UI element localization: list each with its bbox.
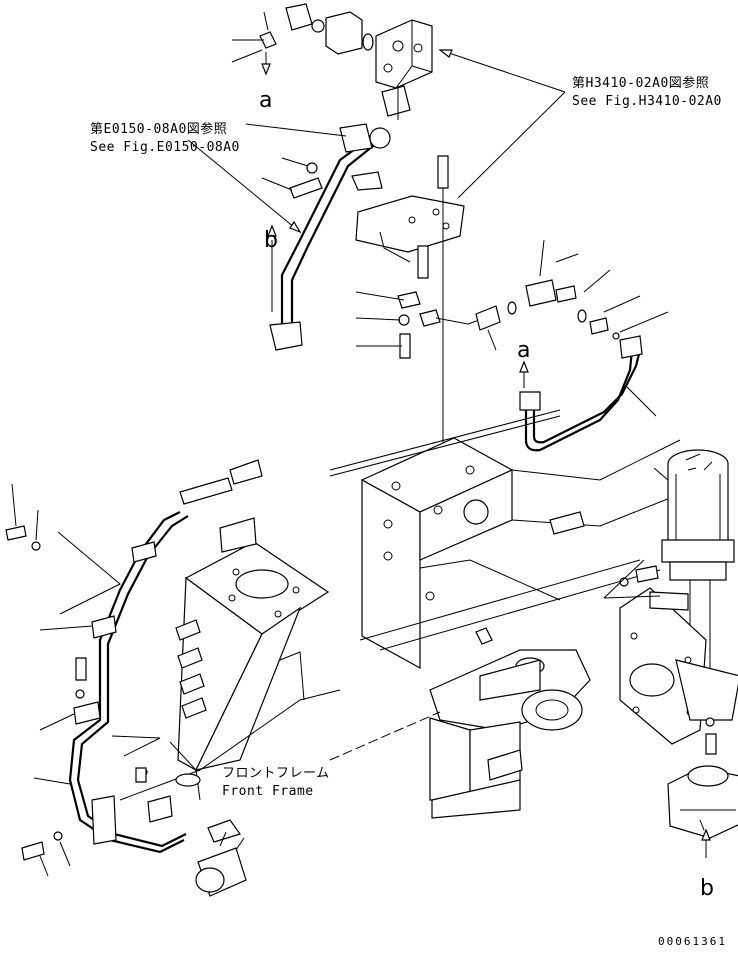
- hose-clip: [73, 701, 101, 725]
- ref-e0150-jp: 第E0150-08A0図参照: [90, 122, 228, 137]
- hose-end-fitting: [269, 321, 303, 351]
- hose-clip: [131, 541, 157, 563]
- clamp-half: [339, 123, 373, 153]
- washer: [306, 162, 318, 174]
- arrow-b-bottom: [701, 828, 711, 841]
- top-valve-assembly: [231, 3, 433, 120]
- main-frame: [329, 409, 681, 670]
- clamp-ring: [369, 127, 391, 149]
- washer: [31, 541, 41, 551]
- bolt: [21, 841, 45, 861]
- frame-block: [219, 517, 257, 553]
- connection-letter-b-bottom: b: [700, 876, 714, 901]
- bolt: [289, 177, 323, 199]
- mount-hole: [629, 663, 675, 697]
- connection-letter-b-left: b: [264, 228, 278, 253]
- valve-bracket: [381, 85, 411, 117]
- right-hose-assembly: [519, 335, 657, 452]
- pressure-switch: [475, 305, 501, 331]
- clamp-half-lower: [351, 171, 383, 191]
- hose-elbow: [207, 819, 241, 843]
- front-frame-label-en: Front Frame: [222, 784, 314, 799]
- bracket-bolt: [437, 155, 449, 189]
- small-block: [525, 279, 557, 307]
- pivot-pin: [463, 499, 489, 525]
- ref-h3410-jp: 第H3410-02A0図参照: [572, 76, 710, 91]
- right-motor-assembly: [603, 449, 738, 858]
- reference-leaders: [187, 49, 566, 234]
- drawing-number: 00061361: [658, 935, 727, 948]
- hose-fitting-top: [229, 459, 263, 485]
- hose-end: [519, 391, 541, 411]
- bolt: [5, 525, 27, 541]
- front-frame: [119, 517, 341, 823]
- connection-letter-a-right: a: [517, 338, 531, 363]
- motor-flange: [661, 539, 735, 563]
- left-lower-hose: [5, 459, 263, 877]
- washer: [619, 577, 629, 587]
- arrow-a-right: [519, 360, 529, 373]
- left-hose-assembly: [245, 123, 391, 351]
- bracket-bolt-2: [417, 245, 429, 279]
- arrow-b-left: [267, 224, 277, 237]
- pivot-axle: [329, 649, 591, 819]
- flange-plate: [285, 3, 313, 31]
- connection-letter-a-top: a: [259, 88, 273, 113]
- ref-h3410-en: See Fig.H3410-02A0: [572, 94, 722, 109]
- bracket-plate: [355, 195, 465, 253]
- elbow-fitting: [259, 31, 277, 49]
- hose-elbow: [619, 335, 643, 359]
- o-ring-small: [311, 19, 325, 33]
- adapter-block: [325, 11, 363, 55]
- front-frame-label-jp: フロントフレーム: [222, 766, 330, 781]
- hose-bracket: [91, 795, 117, 845]
- o-ring: [362, 33, 374, 51]
- bottom-sensor: [195, 831, 247, 897]
- pivot-ring: [521, 689, 583, 731]
- frame-cylinder: [147, 795, 173, 823]
- switch-cluster: [355, 239, 669, 359]
- hose-clip: [91, 615, 117, 639]
- bolt: [635, 565, 659, 583]
- ref-e0150-en: See Fig.E0150-08A0: [90, 140, 240, 155]
- center-bracket: [355, 155, 465, 520]
- arrow-a-top: [261, 63, 271, 76]
